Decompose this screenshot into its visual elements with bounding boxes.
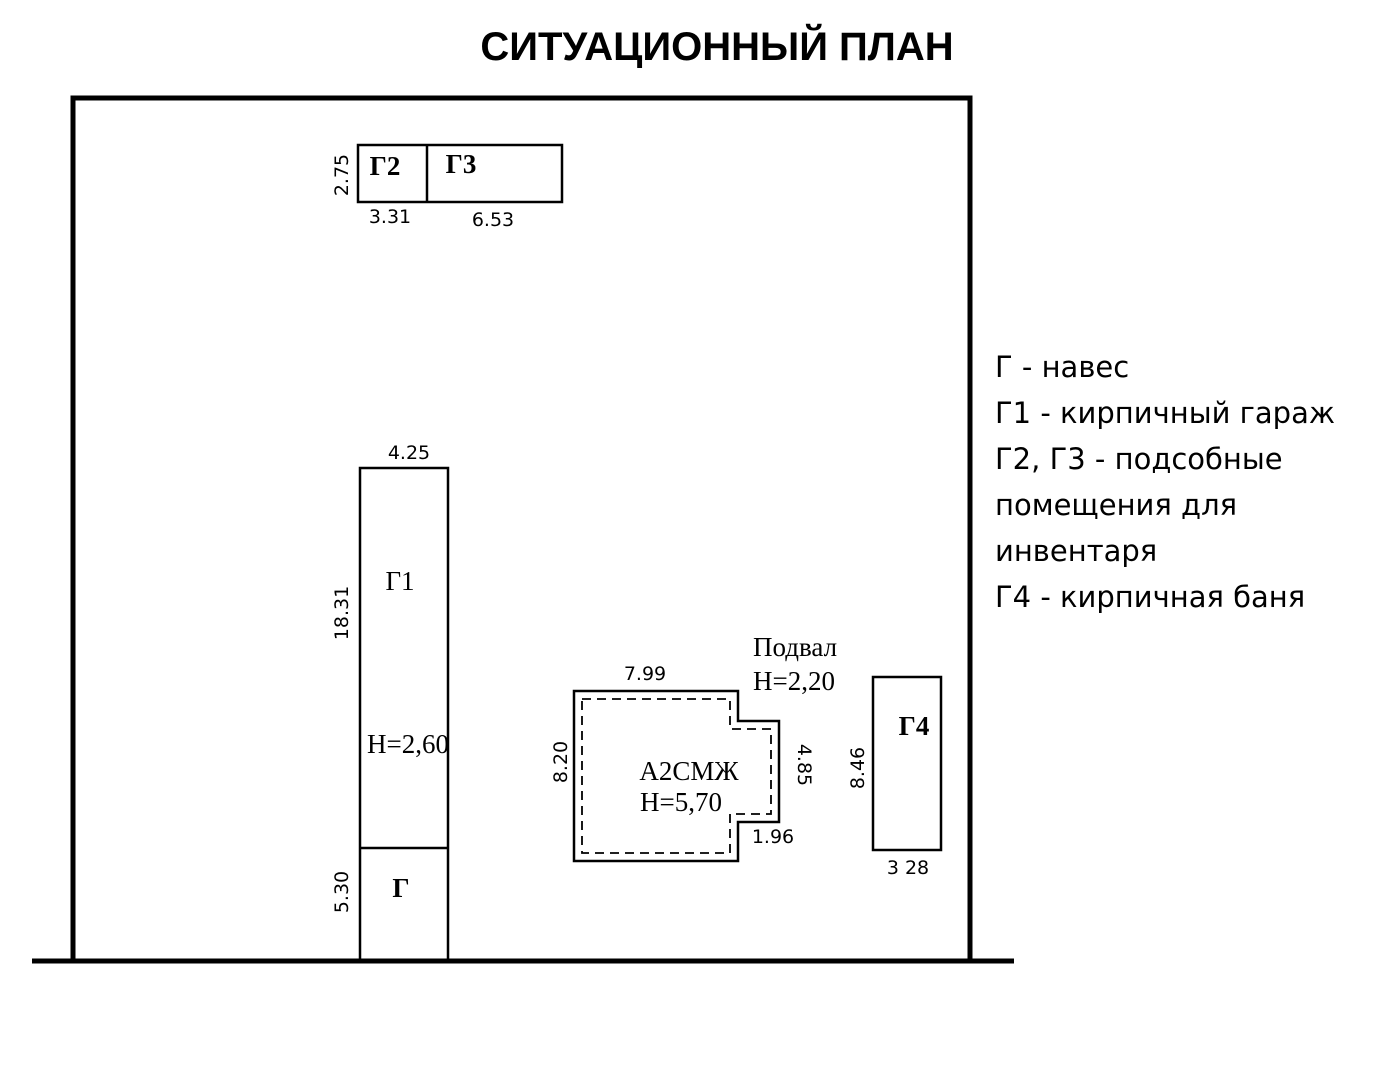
basement-outline: [581, 698, 772, 854]
legend-item-g2-g3-cont: помещения для: [995, 488, 1238, 522]
basement-height-note: Н=2,20: [753, 666, 835, 696]
legend-item-g2-g3-cont2: инвентаря: [995, 534, 1158, 568]
page-title: СИТУАЦИОННЫЙ ПЛАН: [480, 23, 953, 69]
g1-label: Г1: [385, 566, 414, 596]
site-boundary: [70, 95, 973, 960]
g2-width-dim: 3.31: [369, 206, 411, 228]
main-house-height-note: Н=5,70: [640, 787, 722, 817]
legend-item-g4: Г4 - кирпичная баня: [995, 580, 1306, 614]
g3-label: Г3: [446, 149, 477, 179]
g4-label: Г4: [899, 711, 930, 741]
g4-width-dim: 3 28: [887, 857, 929, 879]
building-g4: [871, 675, 943, 852]
basement-label: Подвал: [753, 632, 837, 662]
g1-length-dim: 18.31: [331, 586, 353, 640]
g1-width-dim: 4.25: [388, 442, 430, 464]
main-left-length-dim: 8.20: [550, 741, 572, 783]
g4-length-dim: 8.46: [847, 747, 869, 789]
main-house-label: А2СМЖ: [639, 756, 739, 786]
g2-label: Г2: [370, 151, 401, 181]
building-g1-g: [358, 466, 450, 962]
legend-item-g1: Г1 - кирпичный гараж: [995, 396, 1335, 430]
legend: Г - навес Г1 - кирпичный гараж Г2, Г3 - …: [995, 344, 1375, 620]
main-top-width-dim: 7.99: [624, 663, 666, 685]
g1-height-note: Н=2,60: [367, 729, 449, 759]
g-length-dim: 5.30: [331, 871, 353, 913]
main-right-length-dim: 4.85: [793, 744, 815, 786]
main-step-width-dim: 1.96: [752, 826, 794, 848]
main-house-outline: [572, 689, 781, 863]
g2g3-height-dim: 2.75: [331, 154, 353, 196]
building-g2-g3: [356, 143, 564, 204]
g-label: Г: [392, 873, 409, 903]
legend-item-g2-g3: Г2, Г3 - подсобные: [995, 442, 1283, 476]
g3-width-dim: 6.53: [472, 209, 514, 231]
legend-item-g: Г - навес: [995, 350, 1130, 384]
